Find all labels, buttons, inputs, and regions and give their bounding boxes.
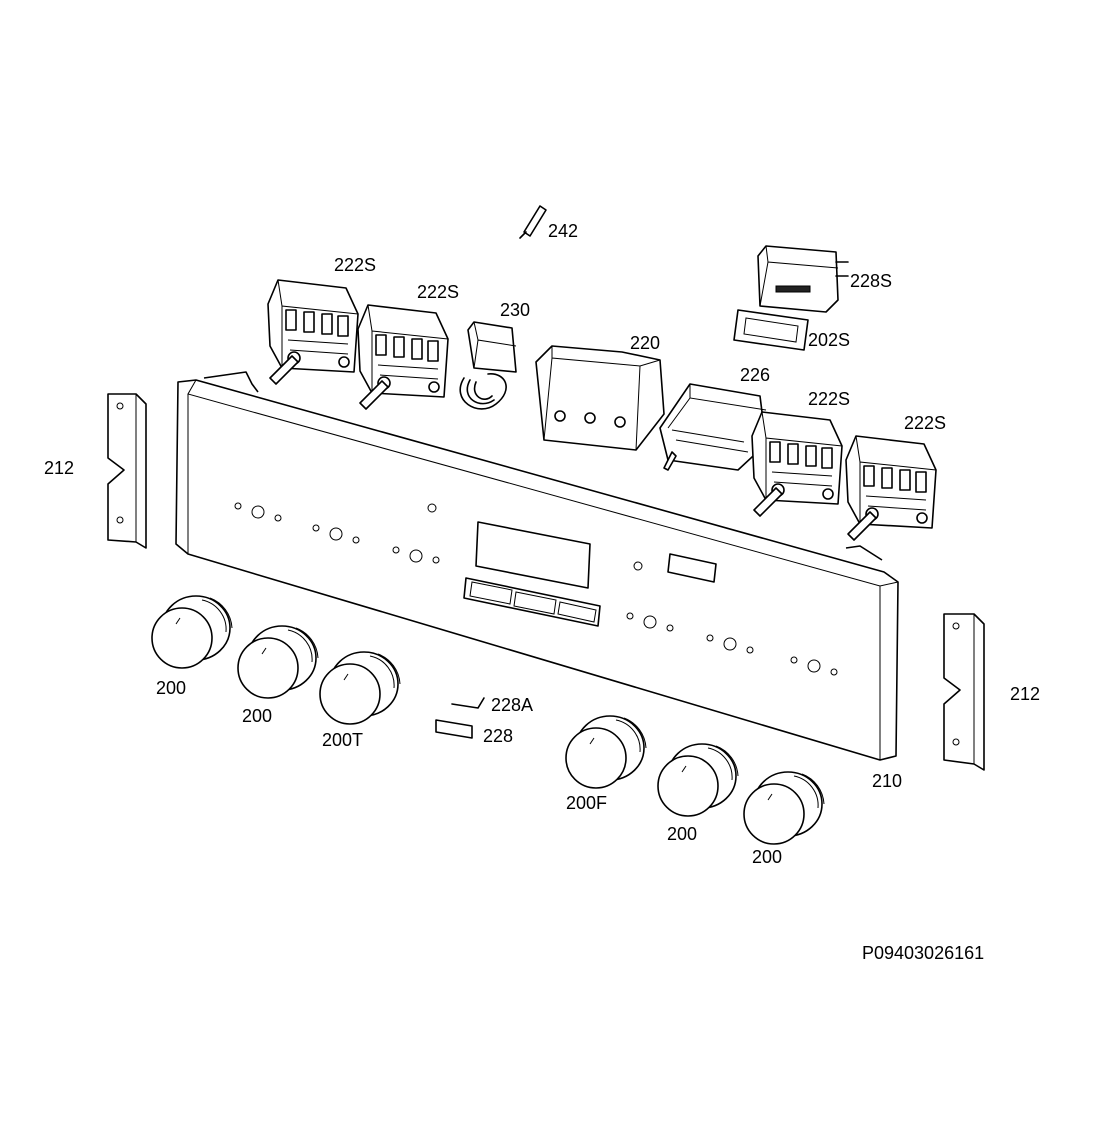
part-222s-switch-3 bbox=[751, 411, 843, 517]
label-200-3: 200 bbox=[667, 824, 698, 844]
label-222s-2: 222S bbox=[417, 282, 460, 302]
label-212-left: 212 bbox=[44, 458, 75, 478]
part-222s-switch-1 bbox=[267, 279, 359, 385]
label-202s: 202S bbox=[808, 330, 851, 350]
label-222s-1: 222S bbox=[334, 255, 377, 275]
part-212-bracket-left bbox=[107, 393, 147, 549]
drawing-number: P09403026161 bbox=[862, 943, 985, 963]
part-200-knob-3 bbox=[657, 743, 739, 817]
part-200-knob-4 bbox=[743, 771, 825, 845]
label-222s-4: 222S bbox=[904, 413, 947, 433]
label-228: 228 bbox=[483, 726, 514, 746]
part-200-knob-2 bbox=[237, 625, 319, 699]
part-200f-knob bbox=[565, 715, 647, 789]
part-200-knob-1 bbox=[151, 595, 233, 669]
label-200-1: 200 bbox=[156, 678, 187, 698]
part-222s-switch-4 bbox=[845, 435, 937, 541]
part-226-multiswitch bbox=[659, 383, 767, 471]
label-210: 210 bbox=[872, 771, 903, 791]
label-228a: 228A bbox=[491, 695, 534, 715]
label-200-4: 200 bbox=[752, 847, 783, 867]
part-220-display-module bbox=[535, 345, 665, 451]
part-212-bracket-right bbox=[943, 613, 985, 771]
label-230: 230 bbox=[500, 300, 531, 320]
label-200t: 200T bbox=[322, 730, 364, 750]
label-220: 220 bbox=[630, 333, 661, 353]
label-222s-3: 222S bbox=[808, 389, 851, 409]
label-212-right: 212 bbox=[1010, 684, 1041, 704]
part-228s-bracket bbox=[757, 245, 849, 313]
label-242: 242 bbox=[548, 221, 579, 241]
label-200f: 200F bbox=[566, 793, 608, 813]
label-200-2: 200 bbox=[242, 706, 273, 726]
part-202s-gasket bbox=[733, 309, 809, 351]
part-228a-pin bbox=[451, 697, 485, 709]
part-230-thermostat bbox=[459, 321, 517, 410]
label-228s: 228S bbox=[850, 271, 893, 291]
part-228-button bbox=[435, 719, 473, 739]
part-242-sensor bbox=[519, 205, 547, 239]
part-222s-switch-2 bbox=[357, 304, 449, 410]
part-210-control-panel bbox=[175, 371, 899, 761]
part-200t-knob bbox=[319, 651, 401, 725]
label-226: 226 bbox=[740, 365, 771, 385]
